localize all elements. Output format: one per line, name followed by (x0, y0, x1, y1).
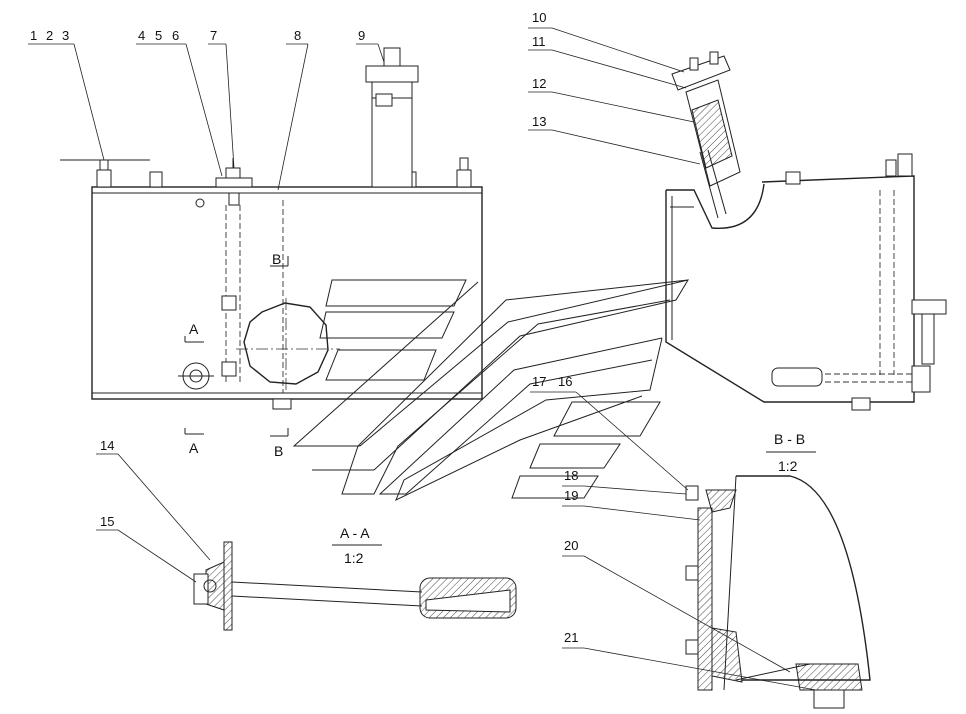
part-label-19: 19 (564, 488, 578, 503)
tank-front-view (60, 47, 483, 410)
part-label-5: 5 (155, 28, 162, 43)
part-label-10: 10 (532, 10, 546, 25)
section-aa-view (193, 541, 517, 631)
part-label-12: 12 (532, 76, 546, 91)
part-label-7: 7 (210, 28, 217, 43)
section-bb-title: B - B 1:2 (766, 431, 816, 474)
part-label-15: 15 (100, 514, 114, 529)
part-label-18: 18 (564, 468, 578, 483)
part-label-13: 13 (532, 114, 546, 129)
part-number-labels: 1 2 3 4 5 6 7 8 9 10 11 12 13 14 15 16 1… (30, 10, 578, 645)
part-label-4: 4 (138, 28, 145, 43)
part-label-11: 11 (532, 34, 546, 49)
section-mark-b: B B (270, 251, 289, 459)
section-aa-scale: 1:2 (344, 550, 364, 566)
leader-lines (28, 27, 817, 691)
part-label-17: 17 (532, 374, 546, 389)
section-bb-scale: 1:2 (778, 458, 798, 474)
section-a-bottom-letter: A (189, 440, 199, 456)
tank-side-view (665, 51, 947, 411)
part-label-1: 1 (30, 28, 37, 43)
part-label-2: 2 (46, 28, 53, 43)
watermark-logo (292, 279, 690, 502)
part-label-20: 20 (564, 538, 578, 553)
section-aa-title: A - A 1:2 (332, 525, 382, 566)
part-label-21: 21 (564, 630, 578, 645)
part-label-8: 8 (294, 28, 301, 43)
part-label-6: 6 (172, 28, 179, 43)
part-label-9: 9 (358, 28, 365, 43)
section-bb-view (685, 475, 871, 709)
section-b-bottom-letter: B (274, 443, 283, 459)
part-label-3: 3 (62, 28, 69, 43)
section-a-top-letter: A (189, 321, 199, 337)
part-label-16: 16 (558, 374, 572, 389)
section-b-top-letter: B (272, 251, 281, 267)
section-mark-a: A A (184, 321, 204, 456)
section-bb-title-text: B - B (774, 431, 805, 447)
section-aa-title-text: A - A (340, 525, 370, 541)
part-label-14: 14 (100, 438, 114, 453)
